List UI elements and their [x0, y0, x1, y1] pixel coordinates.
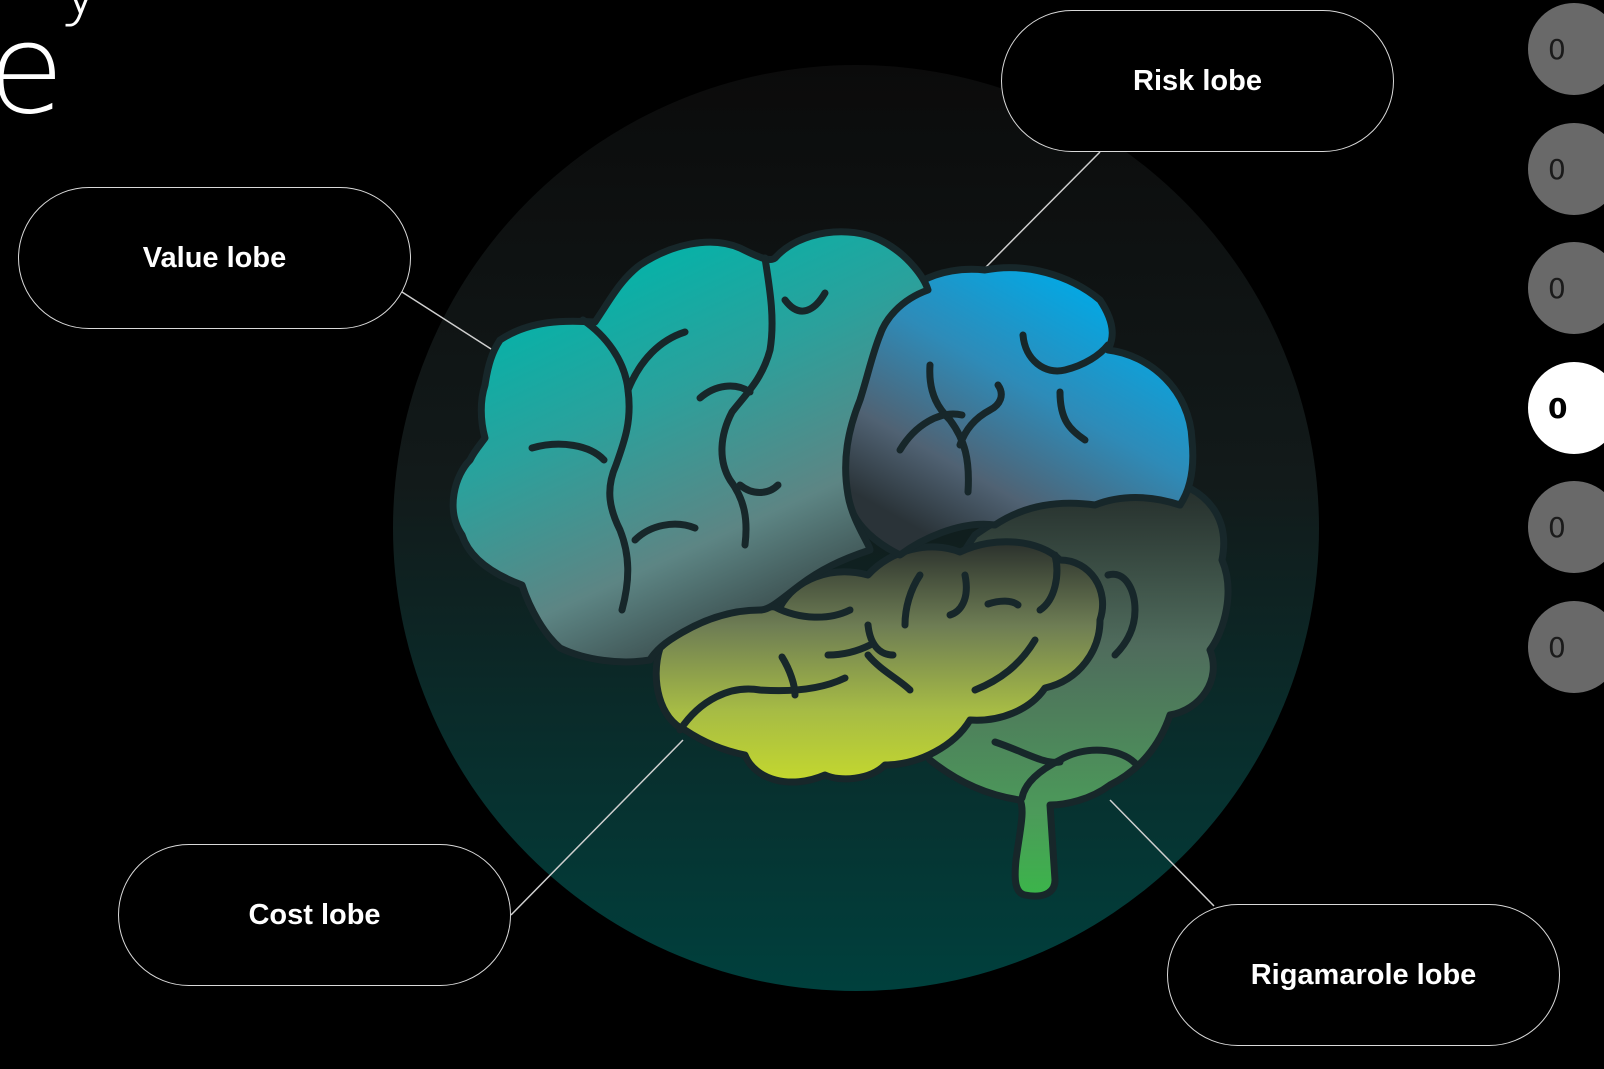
nav-step-3[interactable]: 0	[1528, 242, 1604, 334]
title-fragment-top: y	[60, 0, 101, 24]
connector-value	[401, 291, 503, 357]
rigamarole-lobe-label: Rigamarole lobe	[1167, 904, 1560, 1046]
connector-lines	[401, 151, 1215, 916]
brain-illustration	[449, 228, 1232, 900]
value-lobe-label: Value lobe	[18, 187, 411, 329]
nav-step-4-active[interactable]: 0	[1528, 362, 1604, 454]
nav-step-6[interactable]: 0	[1528, 601, 1604, 693]
nav-step-5[interactable]: 0	[1528, 481, 1604, 573]
title-fragment: e	[0, 0, 64, 142]
connector-rigamarole	[1109, 799, 1215, 907]
cost-lobe-label: Cost lobe	[118, 844, 511, 986]
value-lobe	[449, 228, 932, 666]
nav-step-2[interactable]: 0	[1528, 123, 1604, 215]
connector-risk	[984, 151, 1101, 269]
nav-step-1[interactable]: 0	[1528, 3, 1604, 95]
connector-cost	[510, 739, 684, 916]
brain-folds	[528, 254, 1139, 802]
risk-lobe-label: Risk lobe	[1001, 10, 1394, 152]
